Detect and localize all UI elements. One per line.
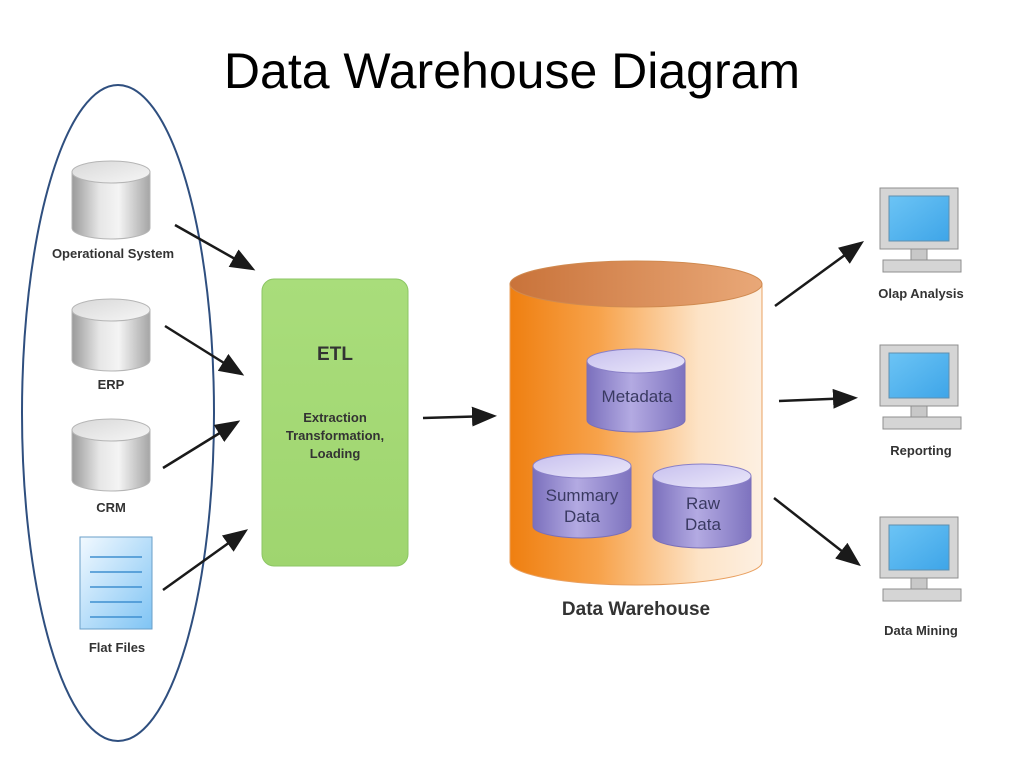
- document-icon: [79, 536, 153, 630]
- output-label: Olap Analysis: [878, 286, 964, 301]
- warehouse-label: Data Warehouse: [562, 599, 710, 620]
- arrow-to-reporting: [778, 388, 858, 409]
- source-label: ERP: [98, 377, 125, 392]
- page-title: Data Warehouse Diagram: [224, 43, 800, 99]
- raw-data-store: Raw Data: [652, 463, 752, 549]
- database-cylinder-icon: [71, 160, 151, 240]
- output-label: Data Mining: [884, 623, 958, 638]
- computer-monitor-icon: [879, 344, 962, 430]
- data-warehouse-cylinder: Metadata Summary Data Raw Data: [509, 260, 763, 586]
- metadata-store: Metadata: [586, 348, 686, 433]
- output-olap-analysis: Olap Analysis: [878, 187, 964, 301]
- computer-monitor-icon: [879, 187, 962, 273]
- arrow-flatfiles-to-etl: [162, 529, 249, 592]
- arrow-to-data-mining: [773, 497, 861, 567]
- output-arrows: [773, 241, 865, 567]
- etl-box: ETL Extraction Transformation, Loading: [261, 278, 409, 567]
- output-label: Reporting: [890, 443, 951, 458]
- arrow-crm-to-etl: [162, 420, 241, 470]
- store-label: Data: [564, 507, 600, 526]
- database-cylinder-icon: [586, 348, 686, 433]
- source-label: CRM: [96, 500, 126, 515]
- arrow-etl-to-warehouse: [422, 406, 497, 427]
- etl-title: ETL: [317, 344, 353, 365]
- database-cylinder-icon: [71, 418, 151, 492]
- source-erp: ERP: [71, 298, 151, 392]
- source-crm: CRM: [71, 418, 151, 515]
- database-cylinder-icon: [652, 463, 752, 549]
- source-label: Flat Files: [89, 640, 145, 655]
- source-arrows: [162, 223, 256, 592]
- arrow-to-olap: [774, 241, 865, 308]
- output-data-mining: Data Mining: [879, 516, 962, 638]
- source-operational-system: Operational System: [52, 160, 174, 261]
- etl-line-extraction: Extraction: [303, 410, 367, 425]
- database-cylinder-icon: [71, 298, 151, 372]
- arrow-operational-to-etl: [174, 223, 256, 271]
- store-label: Metadata: [602, 387, 673, 406]
- database-cylinder-icon: [532, 453, 632, 539]
- store-label: Raw: [686, 494, 721, 513]
- source-flat-files: Flat Files: [79, 536, 153, 655]
- store-label: Data: [685, 515, 721, 534]
- etl-line-transformation: Transformation,: [286, 428, 384, 443]
- output-reporting: Reporting: [879, 344, 962, 458]
- summary-data-store: Summary Data: [532, 453, 632, 539]
- sources-ellipse: [21, 84, 215, 742]
- source-label: Operational System: [52, 246, 174, 261]
- arrow-erp-to-etl: [164, 324, 245, 376]
- store-label: Summary: [546, 486, 619, 505]
- computer-monitor-icon: [879, 516, 962, 602]
- etl-line-loading: Loading: [310, 446, 361, 461]
